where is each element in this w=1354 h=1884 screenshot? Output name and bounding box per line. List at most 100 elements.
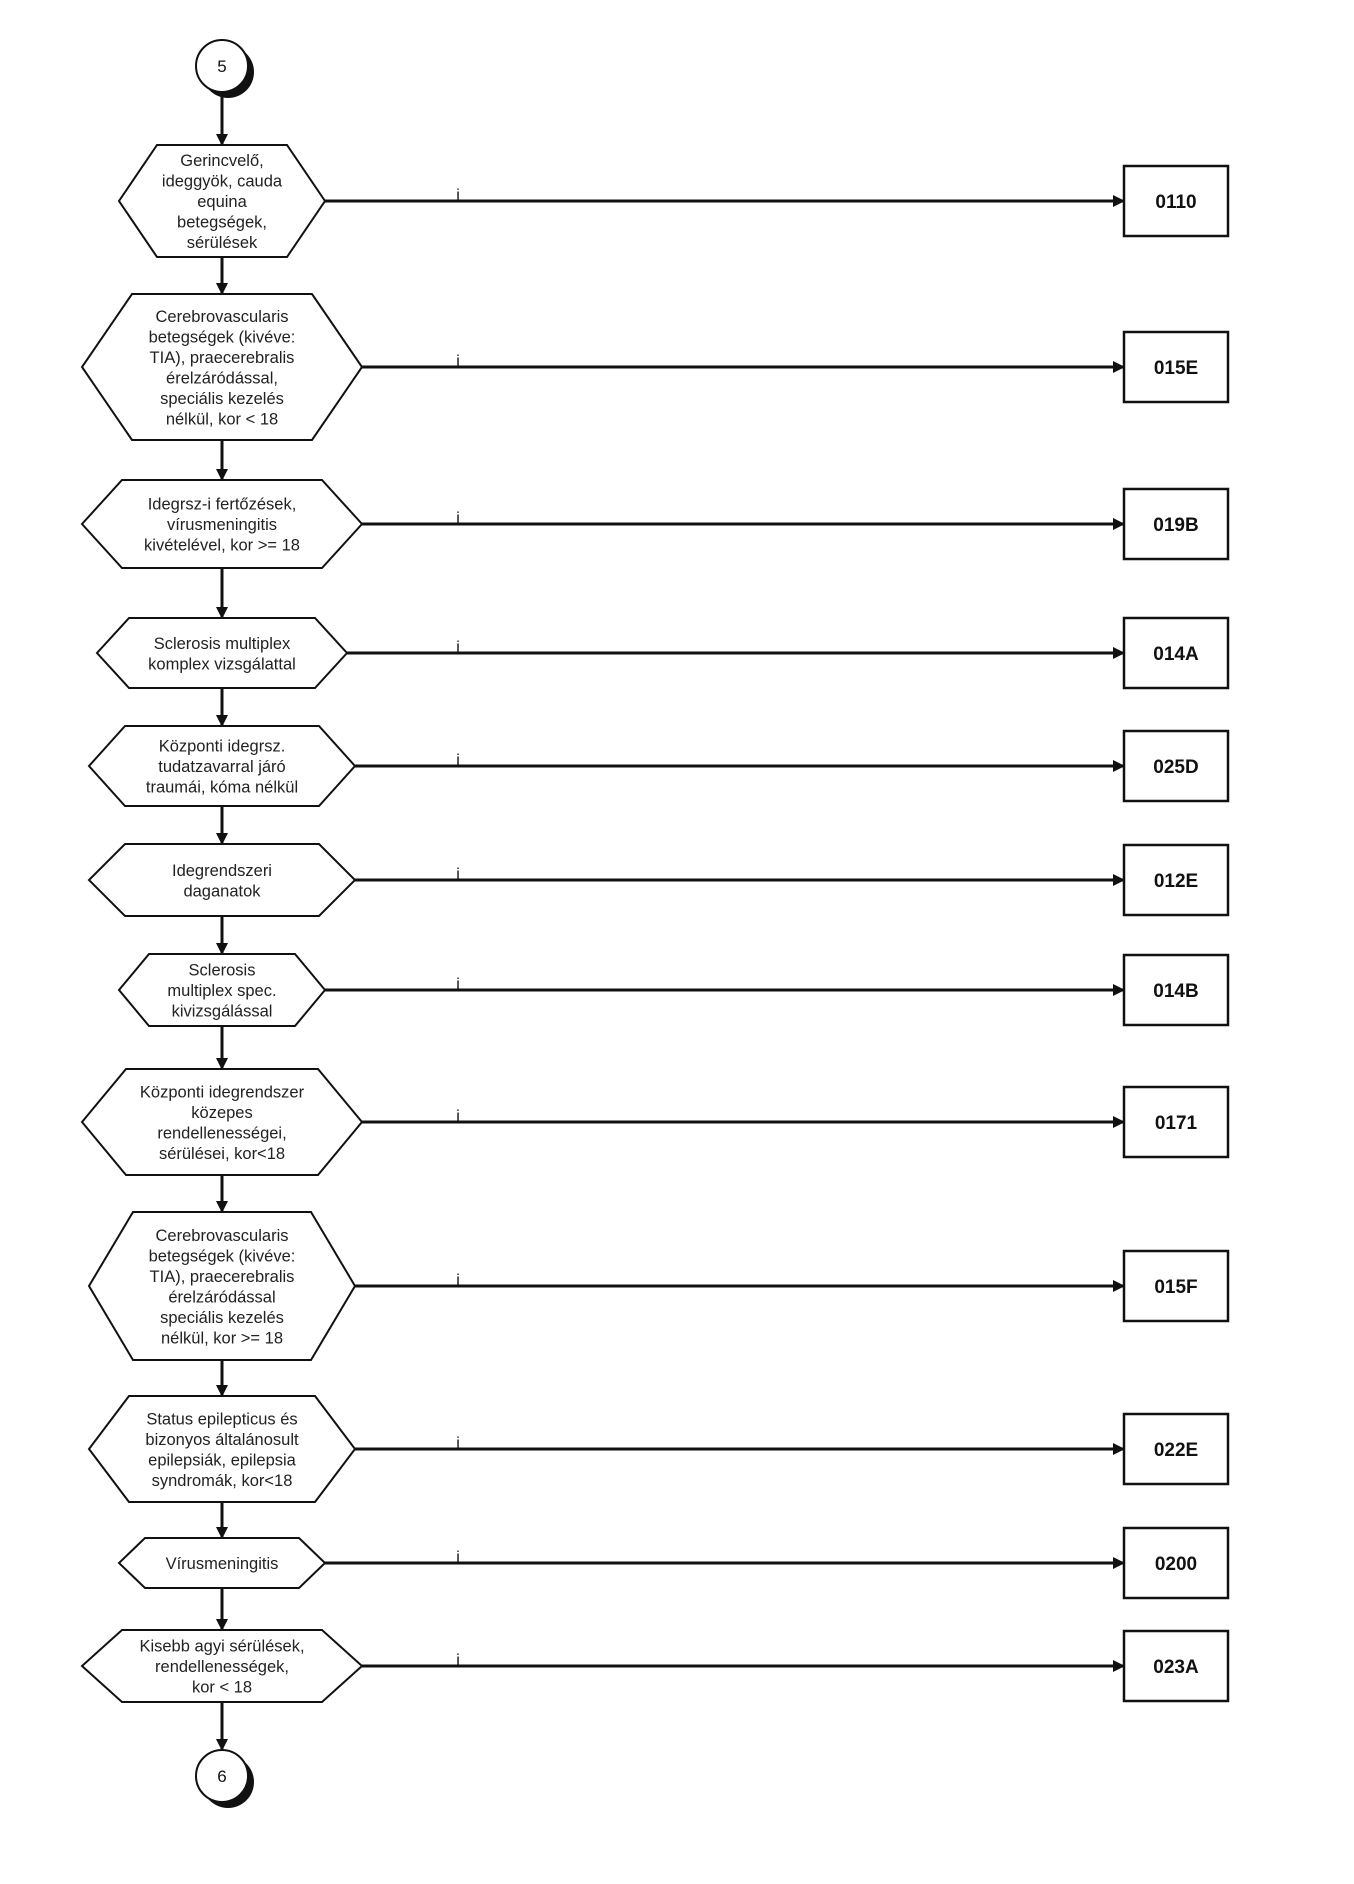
decision-node: Idegrsz-i fertőzések, vírusmeningitis kivé… [80, 479, 364, 569]
decision-text-line: Cerebrovascularis [156, 308, 289, 326]
outcome-box-border [1122, 1526, 1230, 1600]
outcome-box-border [1122, 1412, 1230, 1486]
decision-text-line: rendellenességek, [155, 1658, 289, 1676]
decision-text-line: betegségek (kivéve: [149, 1247, 296, 1265]
outcome-box-border [1122, 843, 1230, 917]
decision-node: Vírusmeningitis [117, 1537, 327, 1589]
outcome-code-label: 0200 [1155, 1554, 1197, 1575]
decision-text-line: daganatok [183, 882, 261, 900]
outcome-box-border [1122, 1085, 1230, 1159]
decision-hexagon [80, 293, 364, 441]
decision-text-line: Idegrsz-i fertőzések, [148, 496, 297, 514]
branch-label: i [456, 1435, 460, 1452]
decision-text-line: multiplex spec. [167, 982, 276, 1000]
outcome-box-border [1122, 953, 1230, 1027]
connector-label: 6 [217, 1767, 226, 1786]
decision-text-line: traumái, kóma nélkül [146, 779, 298, 797]
decision-hexagon [117, 1537, 327, 1589]
decision-text-line: ideggyök, cauda [162, 173, 283, 191]
decision-text-line: sérülések [187, 234, 258, 252]
decision-text-line: TIA), praecerebralis [150, 1268, 295, 1286]
connector-label: 5 [217, 57, 226, 76]
connector-circle [195, 1749, 249, 1803]
outcome-code-label: 022E [1154, 1440, 1198, 1461]
outcome-box-border [1122, 164, 1230, 238]
decision-node: Központi idegrsz. tudatzavarral járó traum… [87, 725, 357, 807]
decision-node: Sclerosis multiplex spec. kivizsgálással [117, 953, 327, 1027]
decision-text-line: kor < 18 [192, 1679, 252, 1697]
decision-hexagon [95, 617, 349, 689]
branch-label: i [456, 752, 460, 769]
outcome-box-border [1122, 330, 1230, 404]
decision-hexagon [87, 1395, 357, 1503]
decision-text-line: Sclerosis multiplex [154, 635, 291, 653]
decision-hexagon [80, 1629, 364, 1703]
decision-text-line: equina [197, 193, 247, 211]
outcome-code-box: 0110 [1122, 164, 1230, 238]
decision-text-line: érelzáródással, [166, 369, 278, 387]
decision-hexagon [87, 725, 357, 807]
branch-label: i [456, 639, 460, 656]
branch-label: i [456, 976, 460, 993]
outcome-code-box: 012E [1122, 843, 1230, 917]
branch-label: i [456, 1652, 460, 1669]
decision-hexagon [117, 144, 327, 258]
decision-hexagon [80, 1068, 364, 1176]
decision-text-line: nélkül, kor >= 18 [161, 1329, 283, 1347]
outcome-box-border [1122, 1629, 1230, 1703]
decision-text-line: Idegrendszeri [172, 862, 272, 880]
outcome-code-box: 025D [1122, 729, 1230, 803]
decision-text-line: syndromák, kor<18 [152, 1472, 293, 1490]
decision-text-line: vírusmeningitis [167, 516, 277, 534]
decision-node: Gerincvelő, ideggyök, cauda equina betegség… [117, 144, 327, 258]
outcome-code-box: 015E [1122, 330, 1230, 404]
outcome-code-label: 019B [1153, 515, 1198, 536]
decision-text-line: tudatzavarral járó [158, 758, 285, 776]
decision-text-line: bizonyos általánosult [145, 1431, 299, 1449]
decision-hexagon [87, 843, 357, 917]
decision-text-line: közepes [191, 1104, 252, 1122]
decision-text-line: Központi idegrendszer [140, 1083, 305, 1101]
decision-text-line: epilepsiák, epilepsia [148, 1451, 297, 1469]
decision-text-line: sérülései, kor<18 [159, 1145, 285, 1163]
outcome-code-box: 023A [1122, 1629, 1230, 1703]
decision-node: Sclerosis multiplex komplex vizsgálattal [95, 617, 349, 689]
decision-hexagon [117, 953, 327, 1027]
start-connector: 5 [195, 39, 254, 98]
outcome-box-border [1122, 1249, 1230, 1323]
outcome-code-label: 0110 [1155, 192, 1196, 213]
decision-node: Kisebb agyi sérülések,rendellenességek,k… [80, 1629, 364, 1703]
decision-node: Idegrendszeri daganatok [87, 843, 357, 917]
decision-node: Központi idegrendszer közepes rendelleness… [80, 1068, 364, 1176]
decision-text-line: nélkül, kor < 18 [166, 410, 278, 428]
outcome-code-label: 014B [1153, 981, 1198, 1002]
outcome-code-box: 014B [1122, 953, 1230, 1027]
outcome-box-border [1122, 616, 1230, 690]
decision-text-line: Status epilepticus és [146, 1410, 297, 1428]
branch-label: i [456, 510, 460, 527]
outcome-code-box: 019B [1122, 487, 1230, 561]
decision-hexagon [80, 479, 364, 569]
outcome-code-label: 025D [1153, 757, 1198, 778]
decision-text-line: Központi idegrsz. [159, 738, 286, 756]
outcome-code-box: 014A [1122, 616, 1230, 690]
decision-text-line: betegségek, [177, 214, 267, 232]
decision-text-line: kivételével, kor >= 18 [144, 537, 300, 555]
outcome-code-box: 015F [1122, 1249, 1230, 1323]
decision-text-line: érelzáródással [168, 1288, 275, 1306]
decision-text-line: rendellenességei, [157, 1124, 286, 1142]
outcome-box-border [1122, 729, 1230, 803]
decision-text-line: kivizsgálással [172, 1003, 273, 1021]
connector-circle [195, 39, 249, 93]
outcome-code-label: 015F [1154, 1277, 1197, 1298]
outcome-code-box: 0171 [1122, 1085, 1230, 1159]
decision-text-line: Sclerosis [189, 962, 256, 980]
outcome-code-label: 012E [1154, 871, 1198, 892]
decision-text-line: komplex vizsgálattal [148, 655, 296, 673]
decision-text-line: Vírusmeningitis [166, 1555, 279, 1573]
outcome-code-label: 023A [1153, 1657, 1199, 1678]
decision-text-line: Gerincvelő, [180, 152, 263, 170]
